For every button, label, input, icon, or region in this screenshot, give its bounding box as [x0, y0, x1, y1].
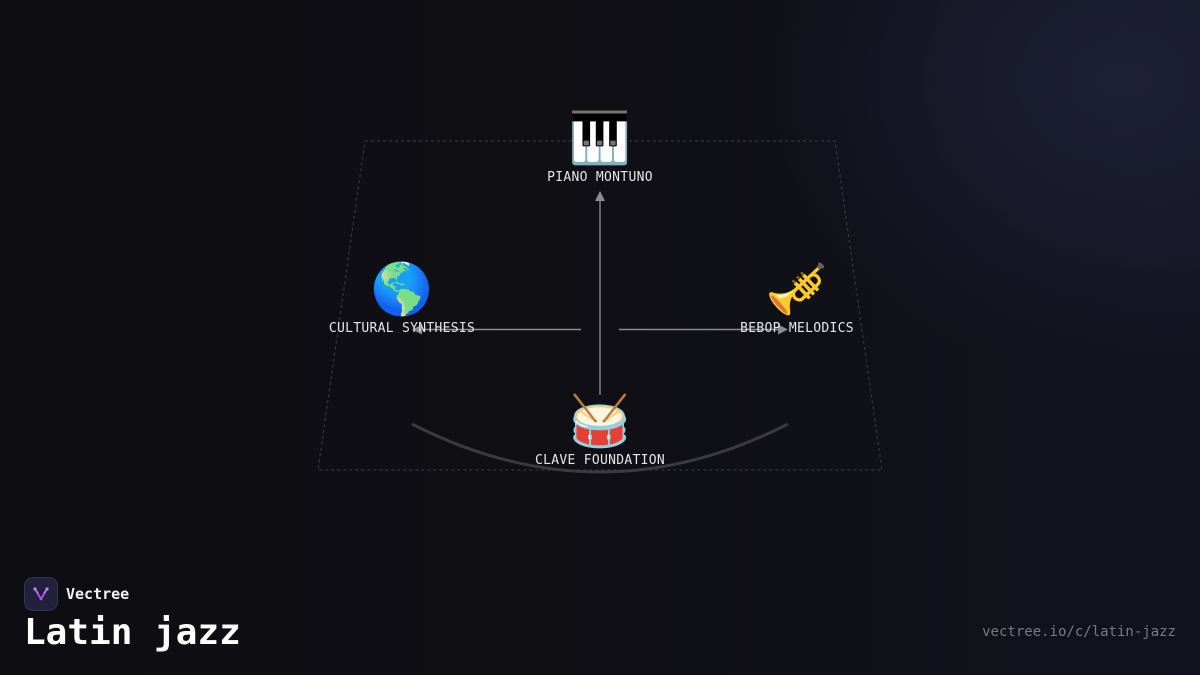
base-arc — [411, 422, 789, 474]
node-bebop-melodics: 🎺 BEBOP MELODICS — [687, 261, 907, 336]
page-title: Latin jazz — [24, 612, 241, 653]
perspective-frame — [317, 140, 883, 471]
brand[interactable]: Vectree — [24, 577, 129, 611]
node-piano-montuno: 🎹 PIANO MONTUNO — [490, 110, 710, 185]
brand-name: Vectree — [66, 585, 130, 603]
vectree-logo-mark — [33, 587, 49, 601]
node-clave-foundation: 🥁 CLAVE FOUNDATION — [490, 393, 710, 468]
drum-icon: 🥁 — [568, 392, 632, 450]
globe-icon: 🌎 — [370, 260, 434, 318]
trumpet-icon: 🎺 — [765, 260, 829, 318]
node-cultural-synthesis: 🌎 CULTURAL SYNTHESIS — [292, 261, 512, 336]
vectree-logo-icon — [24, 577, 58, 611]
node-label: BEBOP MELODICS — [740, 321, 854, 336]
piano-icon: 🎹 — [568, 109, 632, 167]
page-url[interactable]: vectree.io/c/latin-jazz — [982, 624, 1176, 640]
node-label: CULTURAL SYNTHESIS — [328, 321, 476, 336]
node-label: PIANO MONTUNO — [547, 170, 653, 185]
node-label: CLAVE FOUNDATION — [534, 453, 666, 468]
